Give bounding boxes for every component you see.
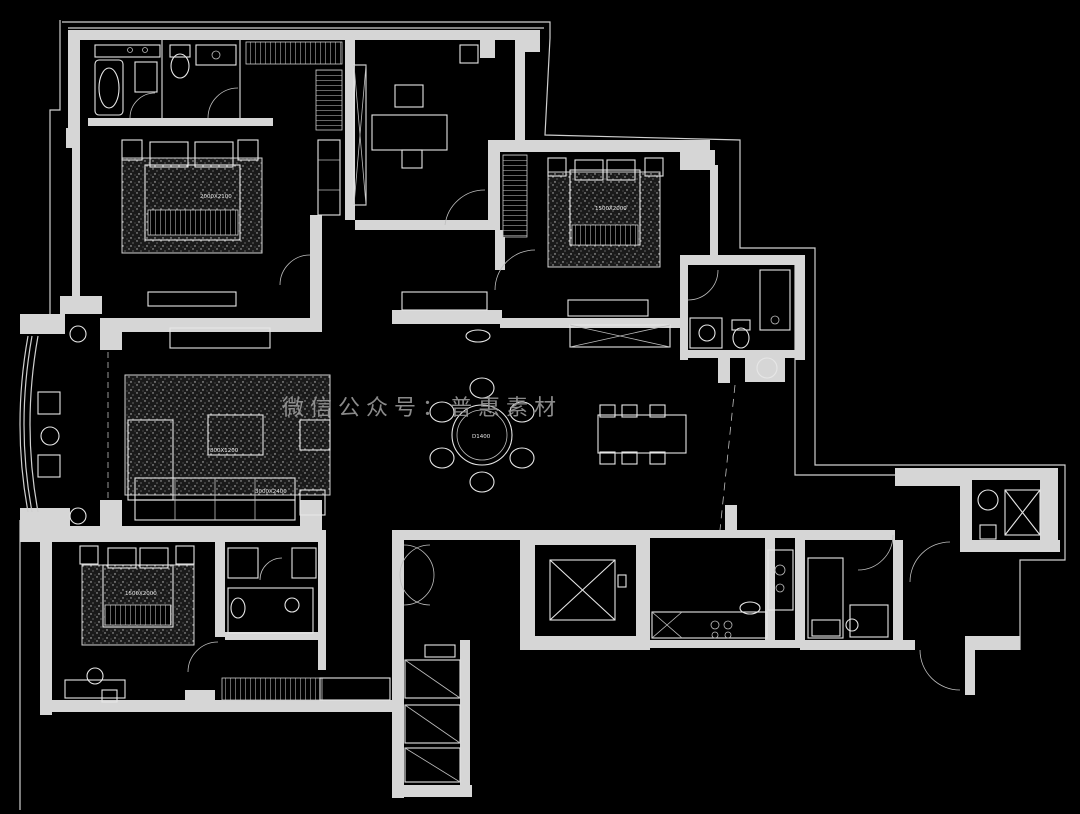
bathroom-2 (687, 269, 791, 379)
utility-room (977, 489, 1041, 540)
sofa-label: 3000X2400 (255, 489, 287, 495)
kitchen (651, 549, 794, 639)
master-bed-label: 2000X2100 (200, 194, 232, 200)
bedroom-3-label: 1500X2000 (125, 591, 157, 597)
elevator-shaft (549, 559, 627, 621)
bathroom-3 (221, 547, 391, 701)
watermark: 微信公众号：普惠素材 (282, 396, 562, 421)
study (371, 44, 488, 311)
bedroom-2-label: 1500X2000 (595, 206, 627, 212)
living-room: 800X1200 3000X2400 (124, 327, 331, 521)
bedroom-3: 1500X2000 (64, 545, 219, 703)
coffee-table-label: 800X1200 (210, 448, 239, 454)
dining-table-label: D1400 (472, 434, 491, 440)
dining-area: D1400 (429, 329, 736, 531)
bedroom-2: 1500X2000 (494, 157, 671, 348)
master-bedroom: 2000X2100 (121, 139, 311, 307)
entry-foyer (399, 544, 461, 783)
wardrobes (245, 41, 528, 238)
walls (20, 30, 1060, 798)
curved-balcony (19, 325, 109, 525)
service-room (807, 534, 961, 691)
master-bathroom (94, 40, 241, 119)
